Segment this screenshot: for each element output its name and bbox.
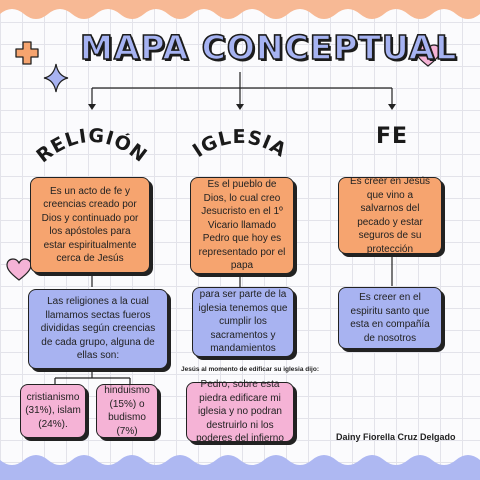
bottom-wave-border bbox=[0, 455, 480, 480]
iglesia-quote-box: Pedro, sobre esta piedra edificare mi ig… bbox=[186, 379, 294, 444]
religion-sects-box: Las religiones a la cual llamamos sectas… bbox=[28, 289, 168, 369]
iglesia-heading: IGLESIA bbox=[189, 126, 291, 162]
religion-christianity-islam-box: cristianismo (31%), islam (24%). bbox=[20, 384, 86, 438]
fe-definition-box: Es creer en Jesús que vino a salvarnos d… bbox=[338, 176, 442, 255]
plus-icon bbox=[15, 41, 39, 65]
author-signature: Dainy Fiorella Cruz Delgado bbox=[336, 432, 456, 442]
iglesia-definition-box: Es el pueblo de Dios, lo cual creo Jesuc… bbox=[190, 177, 294, 274]
religion-definition-box: Es un acto de fe y creencias creado por … bbox=[30, 177, 150, 273]
religion-hinduism-buddhism-box: hinduismo (15%) o budismo (7%) bbox=[96, 384, 158, 438]
svg-text:RELIGIÓN: RELIGIÓN bbox=[32, 125, 151, 168]
fe-heading: FE bbox=[375, 124, 409, 149]
heart-icon bbox=[415, 44, 441, 67]
svg-text:IGLESIA: IGLESIA bbox=[189, 126, 291, 162]
iglesia-sacraments-box: para ser parte de la iglesia tenemos que… bbox=[192, 287, 294, 357]
top-wave-border bbox=[0, 0, 480, 19]
religion-heading: RELIGIÓN bbox=[32, 125, 151, 168]
iglesia-caption: Jesús al momento de edificar su iglesia … bbox=[181, 366, 319, 373]
page-title: MAPA CONCEPTUAL bbox=[79, 27, 458, 68]
sparkle-star-icon bbox=[43, 63, 69, 93]
fe-holy-spirit-box: Es creer en el espiritu santo que esta e… bbox=[338, 287, 442, 349]
